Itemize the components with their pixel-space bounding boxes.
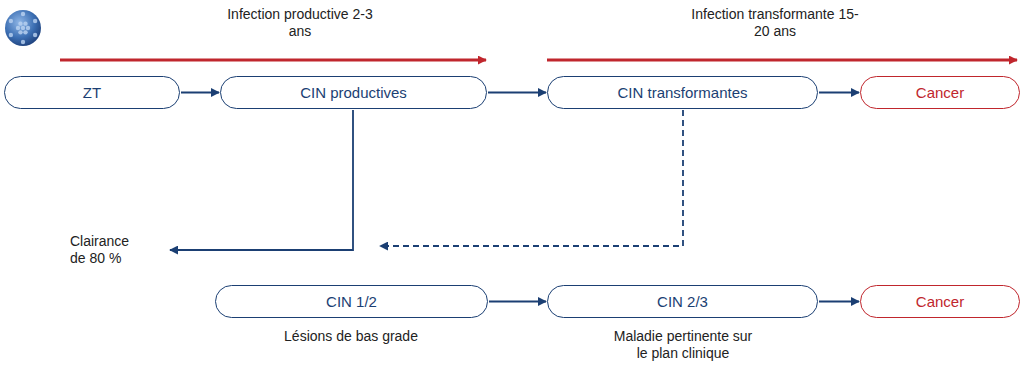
stage-pill: Cancer <box>860 285 1020 318</box>
annotation-text: Clairance de 80 % <box>70 233 148 267</box>
progression-arrow <box>488 92 546 94</box>
node-text: ZT <box>83 84 101 101</box>
stage-pill: CIN transformantes <box>547 76 818 109</box>
stage-pill: CIN 2/3 <box>547 285 818 318</box>
annotation-text: Maladie pertinente sur le plan clinique <box>614 328 753 361</box>
annotation-text: Infection transformante 15-20 ans <box>691 6 858 39</box>
phase-arrow <box>60 59 486 62</box>
node-text: Cancer <box>916 84 964 101</box>
node-text: Cancer <box>916 293 964 310</box>
stage-pill: CIN productives <box>220 76 487 109</box>
progression-arrow <box>181 92 219 94</box>
annotation-text: Clairance de 80 % <box>70 233 129 266</box>
annotation-text: Infection productive 2-3 ans <box>227 6 373 39</box>
annotation-text: Maladie pertinente sur le plan clinique <box>613 328 753 362</box>
annotation-text: Infection productive 2-3 ans <box>225 6 375 40</box>
progression-arrow <box>489 301 546 303</box>
node-text: CIN 1/2 <box>326 293 377 310</box>
progression-arrow <box>819 301 859 303</box>
annotation-text: Lésions de bas grade <box>241 328 461 345</box>
clearance-line <box>170 110 353 250</box>
virus-icon <box>5 10 41 46</box>
stage-pill: CIN 1/2 <box>215 285 488 318</box>
stage-pill: ZT <box>4 76 180 109</box>
node-text: CIN 2/3 <box>657 293 708 310</box>
annotation-text: Lésions de bas grade <box>284 328 418 344</box>
phase-arrow <box>547 59 1017 62</box>
annotation-text: Infection transformante 15-20 ans <box>690 6 860 40</box>
node-text: CIN productives <box>300 84 407 101</box>
clearance-line-dashed <box>380 110 683 246</box>
stage-pill: Cancer <box>860 76 1020 109</box>
node-text: CIN transformantes <box>617 84 747 101</box>
progression-arrow <box>819 92 859 94</box>
